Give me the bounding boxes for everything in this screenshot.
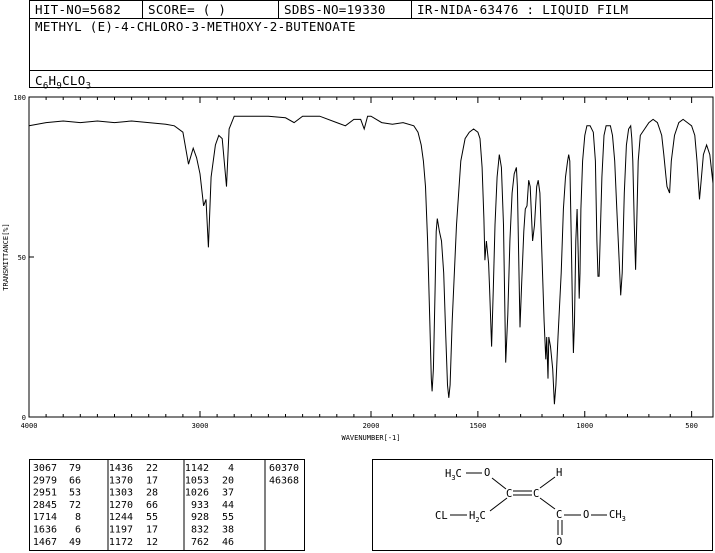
plot-frame xyxy=(28,96,714,418)
formula-row: C6H9CLO3 xyxy=(30,70,712,92)
peak-wavenumber: 1714 xyxy=(33,512,57,523)
x-tick-label: 1500 xyxy=(469,422,486,430)
x-tick-label: 1000 xyxy=(576,422,593,430)
peak-wavenumber: 1053 xyxy=(185,475,209,486)
peak-transmittance: 6 xyxy=(75,525,81,536)
x-axis-label: WAVENUMBER[-1] xyxy=(341,434,400,442)
peak-wavenumber: 1026 xyxy=(185,488,209,499)
x-tick-label: 500 xyxy=(685,422,698,430)
peak-transmittance: 70 xyxy=(287,463,299,474)
header-separator xyxy=(411,1,412,18)
peak-wavenumber: 1244 xyxy=(109,512,133,523)
peak-transmittance: 79 xyxy=(69,463,81,474)
ester-methyl-label: CH3 xyxy=(609,509,626,523)
header-separator xyxy=(278,1,279,18)
peak-wavenumber: 928 xyxy=(191,512,209,523)
peak-transmittance: 66 xyxy=(146,500,158,511)
y-tick-label: 0 xyxy=(22,414,26,422)
vinyl-h-label: H xyxy=(556,467,562,479)
peak-transmittance: 17 xyxy=(146,475,158,486)
header-top-row: HIT-NO=5682 SCORE= ( ) SDBS-NO=19330 IR-… xyxy=(30,1,712,19)
methoxy-h3c-label: H3C xyxy=(445,468,462,482)
structure-diagram: H3C O H C C CL H2C C O CH3 O xyxy=(372,459,713,551)
peak-transmittance: 72 xyxy=(69,500,81,511)
peak-transmittance: 4 xyxy=(228,463,234,474)
y-axis-label: TRANSMITTANCE[%] xyxy=(2,223,10,290)
x-tick-label: 2000 xyxy=(363,422,380,430)
peak-wavenumber: 1436 xyxy=(109,463,133,474)
ester-carbon-label: C xyxy=(556,509,562,521)
axis-ticks xyxy=(28,96,714,418)
peak-wavenumber: 1142 xyxy=(185,463,209,474)
peak-wavenumber: 933 xyxy=(191,500,209,511)
molecular-formula: C6H9CLO3 xyxy=(35,73,92,92)
peak-transmittance: 49 xyxy=(69,537,81,548)
sdbs-number: SDBS-NO=19330 xyxy=(284,2,386,17)
peak-transmittance: 53 xyxy=(69,488,81,499)
peak-wavenumber: 1172 xyxy=(109,537,133,548)
peak-wavenumber: 2979 xyxy=(33,475,57,486)
carbonyl-oxygen-label: O xyxy=(556,536,562,548)
peak-transmittance: 38 xyxy=(222,525,234,536)
peak-transmittance: 22 xyxy=(146,463,158,474)
peak-wavenumber: 1270 xyxy=(109,500,133,511)
y-tick-label: 50 xyxy=(18,254,26,262)
peak-transmittance: 44 xyxy=(222,500,234,511)
peak-transmittance: 66 xyxy=(69,475,81,486)
spectrum-header: HIT-NO=5682 SCORE= ( ) SDBS-NO=19330 IR-… xyxy=(29,0,713,92)
peak-wavenumber: 762 xyxy=(191,537,209,548)
x-tick-label: 3000 xyxy=(192,422,209,430)
score: SCORE= ( ) xyxy=(148,2,227,17)
ester-oxygen-label: O xyxy=(583,509,589,521)
header-separator xyxy=(142,1,143,18)
peak-wavenumber: 832 xyxy=(191,525,209,536)
peak-wavenumber: 463 xyxy=(269,475,287,486)
chloro-label: CL xyxy=(435,510,448,522)
hit-number: HIT-NO=5682 xyxy=(35,2,122,17)
spectrum-line xyxy=(28,115,714,405)
peak-transmittance: 8 xyxy=(75,512,81,523)
peak-wavenumber: 1303 xyxy=(109,488,133,499)
peak-transmittance: 12 xyxy=(146,537,158,548)
peak-transmittance: 68 xyxy=(287,475,299,486)
peak-wavenumber: 1197 xyxy=(109,525,133,536)
peak-transmittance: 37 xyxy=(222,488,234,499)
peak-wavenumber: 2845 xyxy=(33,500,57,511)
y-tick-label: 100 xyxy=(13,94,26,102)
peak-transmittance: 28 xyxy=(146,488,158,499)
alkene-c2-label: C xyxy=(533,488,539,500)
ir-source: IR-NIDA-63476 : LIQUID FILM xyxy=(417,2,629,17)
peak-wavenumber: 3067 xyxy=(33,463,57,474)
molecule-bonds xyxy=(450,472,607,535)
peak-transmittance: 20 xyxy=(222,475,234,486)
peak-wavenumber: 603 xyxy=(269,463,287,474)
peak-wavenumber: 1370 xyxy=(109,475,133,486)
alkene-c1-label: C xyxy=(506,488,512,500)
compound-name: METHYL (E)-4-CHLORO-3-METHOXY-2-BUTENOAT… xyxy=(35,19,356,34)
molecule-drawing: H3C O H C C CL H2C C O CH3 O xyxy=(435,467,626,548)
peak-transmittance: 17 xyxy=(146,525,158,536)
peak-wavenumber: 1467 xyxy=(33,537,57,548)
x-tick-label: 4000 xyxy=(21,422,38,430)
peak-transmittance: 55 xyxy=(222,512,234,523)
peak-wavenumber: 2951 xyxy=(33,488,57,499)
methylene-h2c-label: H2C xyxy=(469,510,486,524)
peak-transmittance: 46 xyxy=(222,537,234,548)
methoxy-oxygen-label: O xyxy=(484,467,490,479)
peak-wavenumber: 1636 xyxy=(33,525,57,536)
peak-transmittance: 55 xyxy=(146,512,158,523)
